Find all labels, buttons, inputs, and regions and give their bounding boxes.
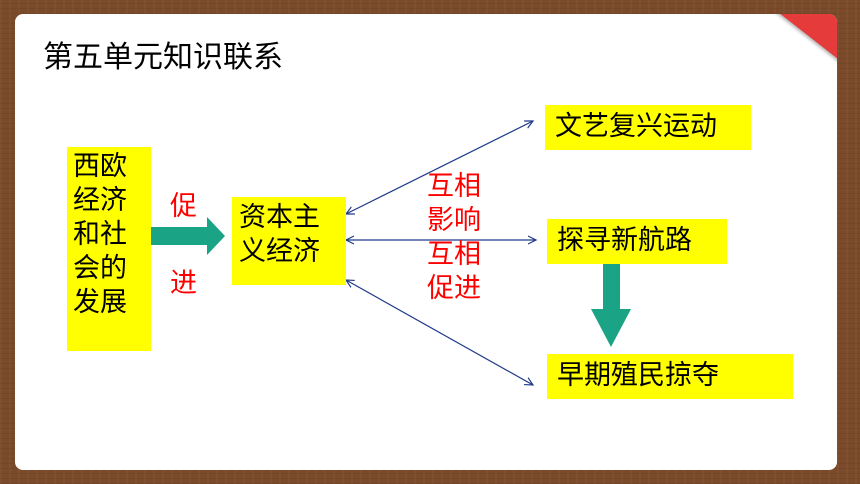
new-routes-box: 探寻新航路 xyxy=(547,219,727,264)
arrow-to-renaissance xyxy=(346,121,533,214)
promote-label-bottom: 进 xyxy=(170,268,197,299)
down-arrow xyxy=(591,263,631,347)
colonial-plunder-box: 早期殖民掠夺 xyxy=(547,354,793,399)
connector-layer xyxy=(150,14,631,470)
arrow-to-colonial xyxy=(346,280,533,385)
mutual-influence-label: 互相 影响 互相 促进 xyxy=(427,171,481,304)
renaissance-box: 文艺复兴运动 xyxy=(545,105,751,150)
promote-arrow xyxy=(150,217,225,255)
slide: 第五单元知识联系 西欧 经济 和社 会的 发展 促 进 资本主 义经济 互相 影… xyxy=(15,14,837,470)
page-title: 第五单元知识联系 xyxy=(43,40,283,75)
promote-label-top: 促 xyxy=(170,191,197,222)
western-development-box: 西欧 经济 和社 会的 发展 xyxy=(67,147,151,351)
capitalism-box: 资本主 义经济 xyxy=(232,197,346,285)
